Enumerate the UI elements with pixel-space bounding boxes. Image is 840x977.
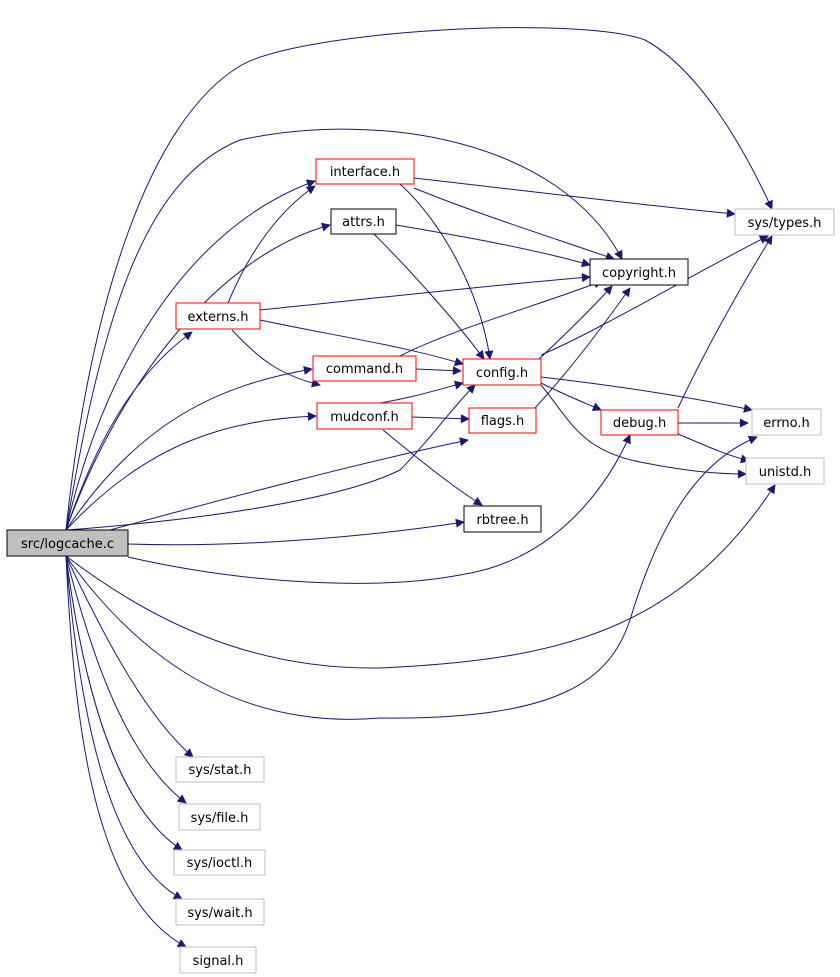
edge-interface-to-config xyxy=(399,183,494,360)
edge-logcache-to-command xyxy=(65,365,313,531)
svg-text:rbtree.h: rbtree.h xyxy=(476,513,528,528)
edge-logcache-to-sys-wait xyxy=(65,555,183,900)
edge-config-to-unistd xyxy=(540,384,747,479)
node-externs-h[interactable]: externs.h xyxy=(175,302,261,330)
node-unistd-h: unistd.h xyxy=(745,457,825,485)
svg-text:unistd.h: unistd.h xyxy=(759,465,812,480)
svg-text:sys/ioctl.h: sys/ioctl.h xyxy=(187,856,252,871)
svg-text:signal.h: signal.h xyxy=(193,954,244,969)
svg-text:command.h: command.h xyxy=(326,362,403,377)
edge-debug-to-sys-types xyxy=(677,235,773,409)
svg-text:sys/file.h: sys/file.h xyxy=(191,811,249,826)
edge-attrs-to-copyright xyxy=(395,224,591,268)
node-interface-h[interactable]: interface.h xyxy=(315,158,415,185)
nodes: src/logcache.c sys/types.h interface.h a… xyxy=(6,158,835,974)
edge-logcache-to-sys-types xyxy=(65,27,773,531)
edge-externs-to-copyright xyxy=(259,273,591,311)
node-src-logcache-c[interactable]: src/logcache.c xyxy=(6,529,129,557)
edge-command-to-config xyxy=(415,366,462,376)
edge-logcache-to-copyright xyxy=(65,128,623,531)
edge-logcache-to-unistd xyxy=(65,484,776,669)
edge-logcache-to-attrs xyxy=(65,222,331,531)
edge-config-to-debug xyxy=(540,382,602,411)
edges xyxy=(65,27,776,948)
svg-text:sys/wait.h: sys/wait.h xyxy=(187,906,252,921)
node-sys-stat-h: sys/stat.h xyxy=(175,756,265,783)
node-mudconf-h[interactable]: mudconf.h xyxy=(316,402,413,430)
node-sys-file-h: sys/file.h xyxy=(178,803,261,831)
node-command-h[interactable]: command.h xyxy=(312,355,417,382)
edge-logcache-to-interface xyxy=(65,179,316,531)
svg-text:mudconf.h: mudconf.h xyxy=(330,410,399,425)
edge-mudconf-to-config xyxy=(379,380,464,404)
svg-text:sys/stat.h: sys/stat.h xyxy=(189,763,252,778)
edge-debug-to-unistd xyxy=(677,433,750,464)
svg-text:flags.h: flags.h xyxy=(481,414,525,429)
edge-mudconf-to-flags xyxy=(411,414,470,424)
edge-logcache-to-config xyxy=(65,384,476,531)
edge-logcache-to-debug xyxy=(127,434,631,584)
edge-logcache-to-externs xyxy=(65,331,193,531)
edge-config-to-copyright xyxy=(537,285,613,361)
svg-text:copyright.h: copyright.h xyxy=(602,266,676,281)
svg-text:errno.h: errno.h xyxy=(763,416,810,431)
node-sys-types-h: sys/types.h xyxy=(734,208,835,236)
edge-flags-to-copyright xyxy=(534,287,631,409)
node-sys-wait-h: sys/wait.h xyxy=(175,898,265,926)
svg-text:debug.h: debug.h xyxy=(613,416,666,431)
svg-text:externs.h: externs.h xyxy=(187,310,248,325)
node-signal-h: signal.h xyxy=(179,946,257,974)
node-config-h[interactable]: config.h xyxy=(462,358,542,386)
edge-externs-to-interface xyxy=(227,185,316,304)
edge-externs-to-config xyxy=(259,319,464,366)
edge-logcache-to-signal xyxy=(65,555,187,948)
svg-text:attrs.h: attrs.h xyxy=(342,215,385,230)
node-copyright-h[interactable]: copyright.h xyxy=(589,258,689,286)
svg-text:config.h: config.h xyxy=(476,366,528,381)
edge-logcache-to-sys-stat xyxy=(65,555,194,758)
edge-logcache-to-sys-ioctl xyxy=(65,555,183,851)
edge-logcache-to-rbtree xyxy=(127,518,465,546)
svg-text:src/logcache.c: src/logcache.c xyxy=(21,537,114,552)
edge-config-to-sys-types xyxy=(540,235,769,356)
svg-text:interface.h: interface.h xyxy=(330,165,400,180)
edge-interface-to-copyright xyxy=(413,187,615,261)
edge-logcache-to-sys-file xyxy=(65,555,187,804)
edge-externs-to-mudconf xyxy=(231,329,321,388)
edge-command-to-copyright xyxy=(399,279,603,357)
node-rbtree-h[interactable]: rbtree.h xyxy=(463,505,542,533)
node-flags-h[interactable]: flags.h xyxy=(468,407,537,434)
edge-logcache-to-flags xyxy=(109,437,469,531)
edge-mudconf-to-rbtree xyxy=(382,429,483,506)
svg-text:sys/types.h: sys/types.h xyxy=(748,216,822,231)
node-debug-h[interactable]: debug.h xyxy=(600,409,679,436)
edge-config-to-errno xyxy=(540,376,753,413)
edge-logcache-to-mudconf xyxy=(65,411,317,531)
edge-attrs-to-config xyxy=(373,233,485,360)
node-attrs-h[interactable]: attrs.h xyxy=(330,208,397,235)
node-errno-h: errno.h xyxy=(751,408,822,436)
edge-logcache-to-errno xyxy=(65,435,758,720)
node-sys-ioctl-h: sys/ioctl.h xyxy=(173,849,266,876)
edge-interface-to-sys-types xyxy=(413,177,736,218)
